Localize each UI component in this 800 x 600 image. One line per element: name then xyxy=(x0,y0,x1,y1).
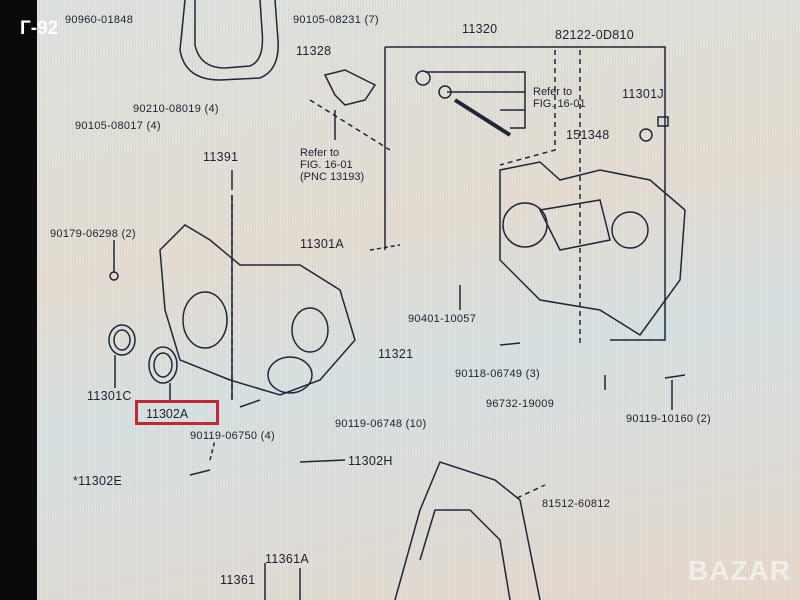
watermark-logo: BAZAR xyxy=(688,555,791,586)
transfer-case-housing xyxy=(499,161,686,337)
part-label: 90118-06749 (3) xyxy=(455,368,541,380)
reference-note: Refer to FIG. 16-01 (PNC 13193) xyxy=(300,147,364,183)
leader-lines xyxy=(189,399,346,600)
part-label: 90119-06748 (10) xyxy=(335,418,427,430)
part-label: 151348 xyxy=(566,128,610,142)
part-label: 11301C xyxy=(87,389,132,403)
part-label: 90179-06298 (2) xyxy=(50,228,136,240)
part-label: 96732-19009 xyxy=(486,398,555,410)
part-label: 90960-01848 xyxy=(65,14,134,26)
part-label: 11320 xyxy=(462,22,498,36)
reference-line: (PNC 13193) xyxy=(300,171,365,183)
part-label: 11391 xyxy=(203,150,239,164)
part-label: 90105-08017 (4) xyxy=(75,120,161,132)
seals xyxy=(108,324,178,400)
part-label: 11361A xyxy=(265,552,309,566)
part-label: 11321 xyxy=(378,347,414,361)
part-label: 90105-08231 (7) xyxy=(293,14,379,26)
reference-line: Refer to xyxy=(533,86,573,98)
part-label: 11302H xyxy=(348,454,393,468)
reference-line: FIG. 16-01 xyxy=(533,98,586,110)
part-label: 90119-10160 (2) xyxy=(626,413,712,425)
part-label: 90210-08019 (4) xyxy=(133,103,219,115)
part-label: *11302E xyxy=(73,474,123,488)
timing-cover-11321 xyxy=(159,224,356,396)
highlighted-part-box: 11302A xyxy=(135,400,219,425)
part-label: 82122-0D810 xyxy=(555,28,635,42)
cover-11328 xyxy=(179,0,279,81)
part-label: 90401-10057 xyxy=(408,313,477,325)
part-label: 11301A xyxy=(300,237,344,251)
part-label: 90119-06750 (4) xyxy=(190,430,276,442)
overlay-title: Г-92 xyxy=(20,18,59,39)
reference-line: Refer to xyxy=(300,147,340,159)
part-label: 11301J xyxy=(622,87,664,101)
bell-housing xyxy=(394,461,546,600)
part-label: 11361 xyxy=(220,573,256,587)
part-label-highlighted: 11302A xyxy=(146,407,189,421)
small-parts xyxy=(109,70,686,410)
part-label: 81512-60812 xyxy=(542,498,611,510)
reference-note: Refer to FIG. 16-01 xyxy=(533,86,586,110)
reference-line: FIG. 16-01 xyxy=(300,159,353,171)
part-label: 11328 xyxy=(296,44,332,58)
refer-shape xyxy=(309,69,391,151)
left-black-border xyxy=(0,0,37,600)
